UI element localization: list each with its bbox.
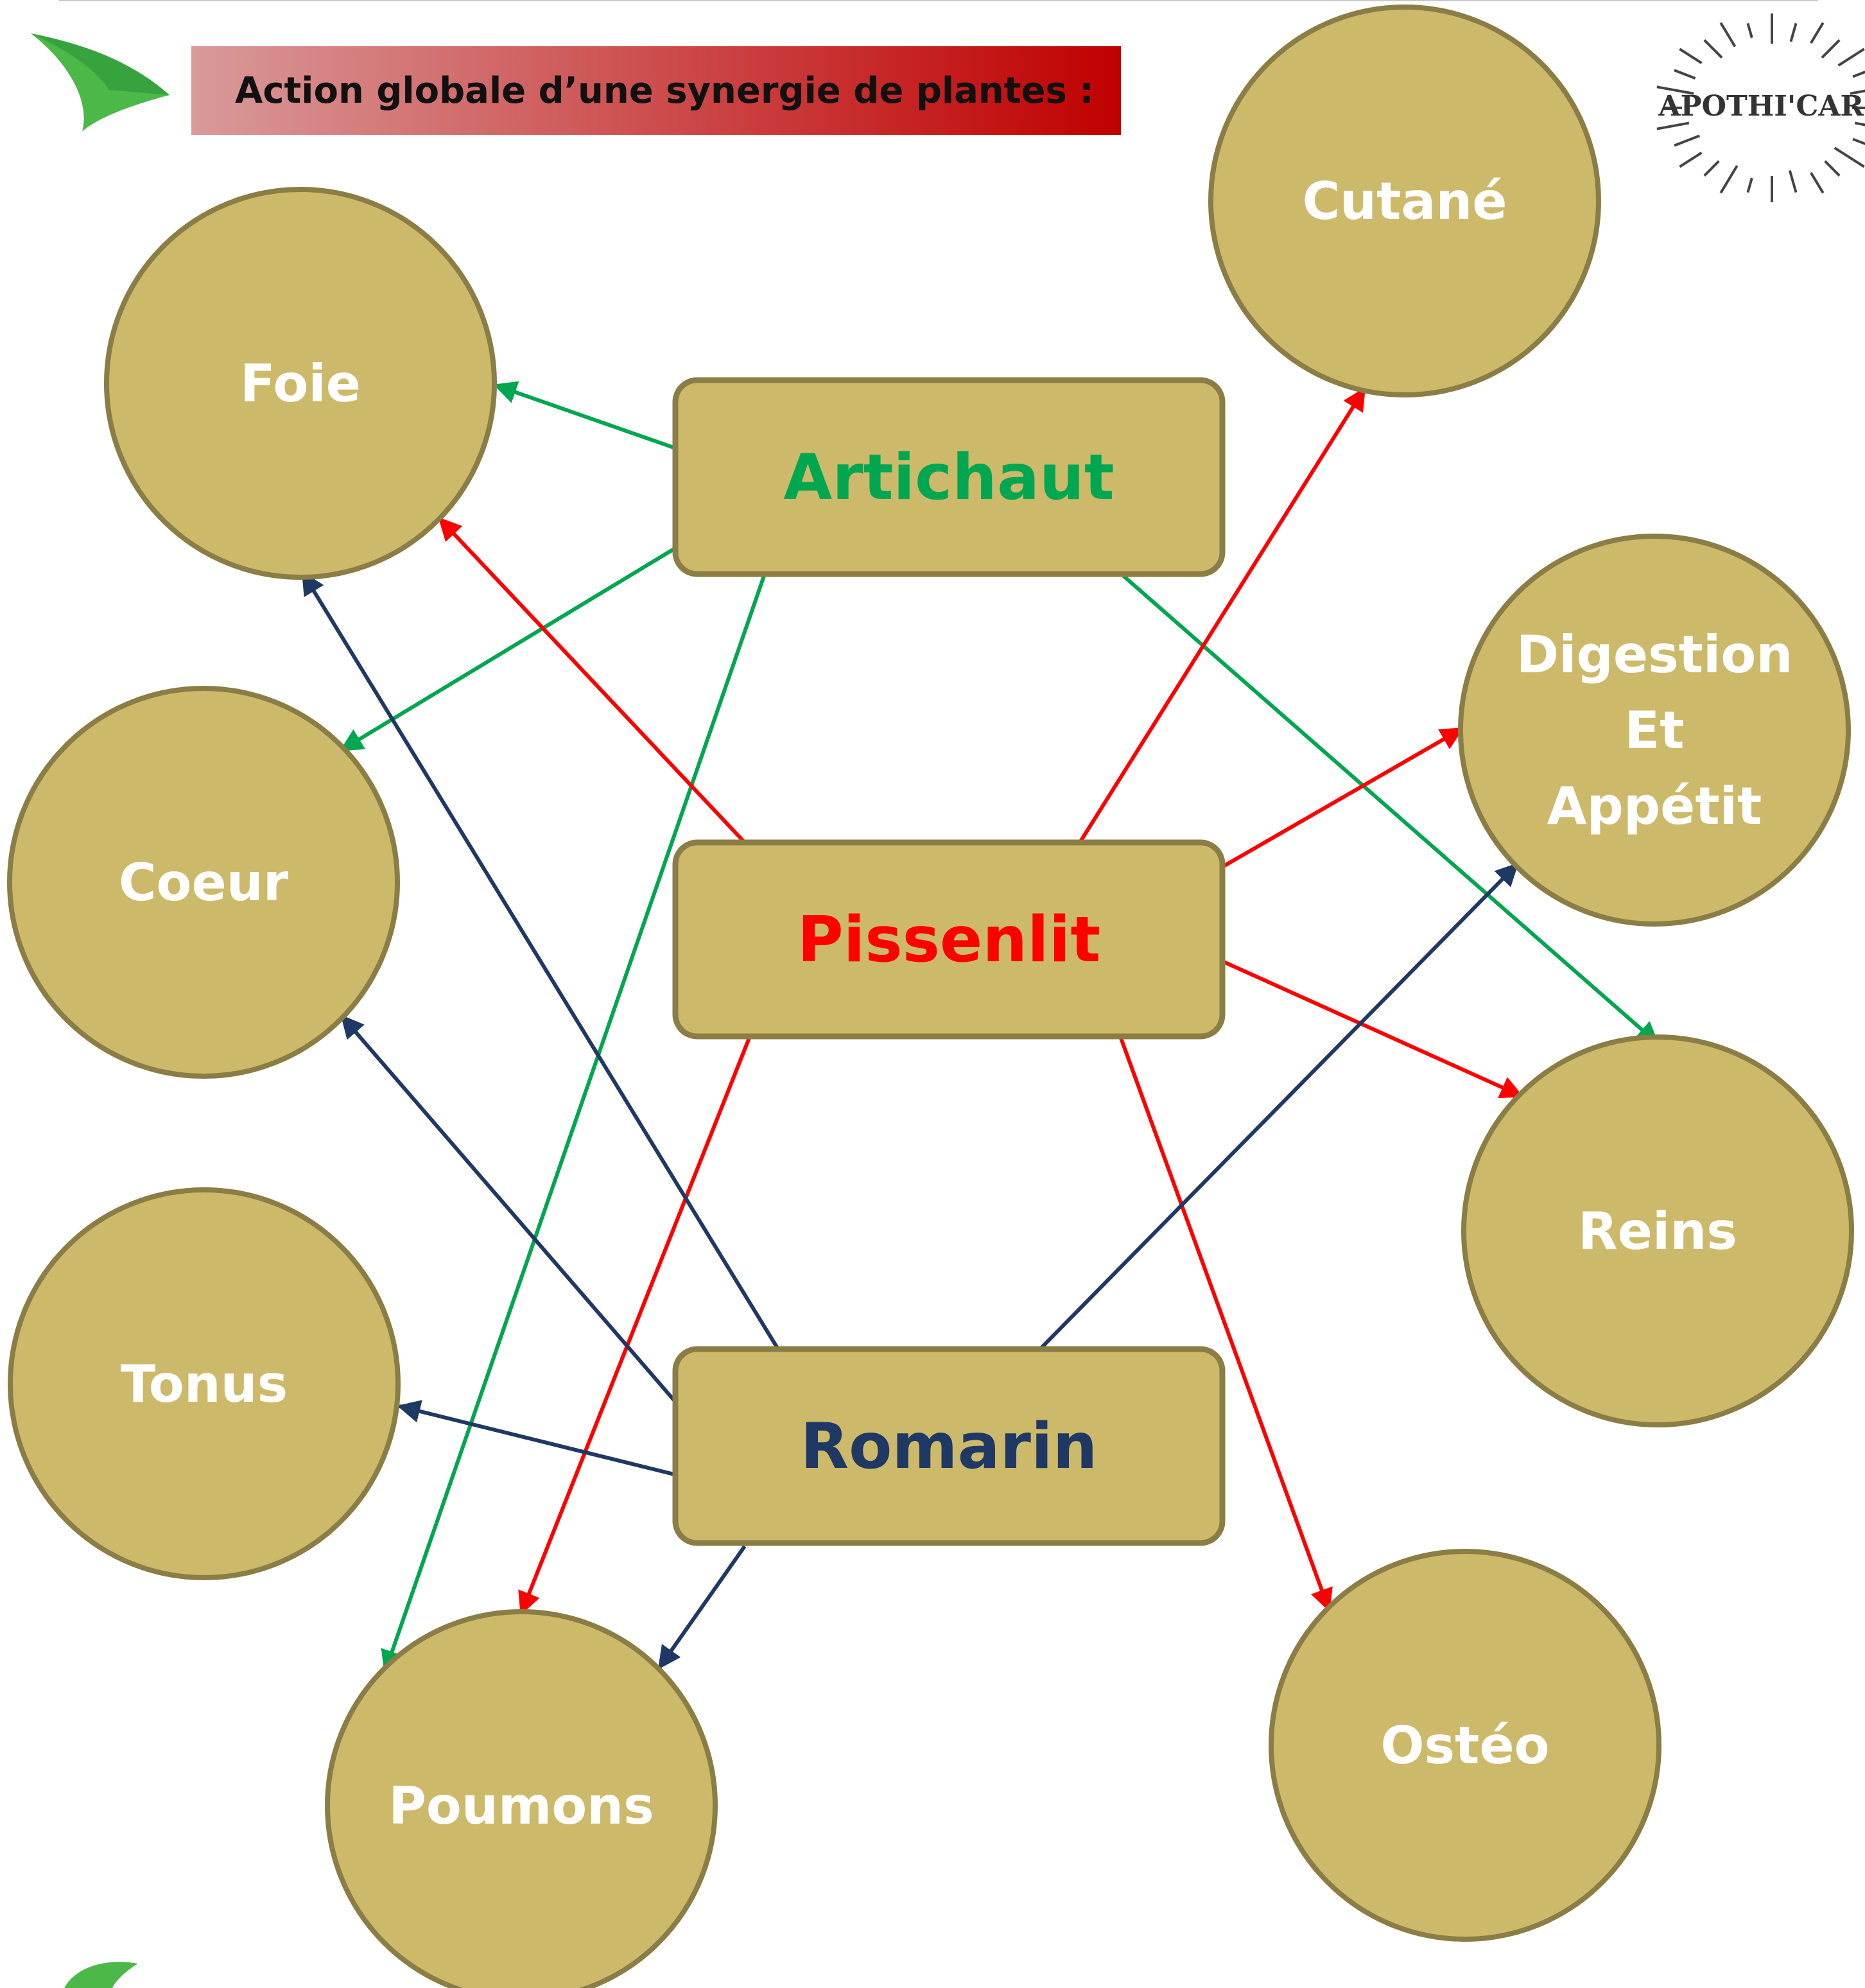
target-circle	[8, 1187, 401, 1580]
sunburst-ray	[1850, 89, 1865, 95]
sunburst-ray	[1746, 22, 1753, 39]
sunburst-ray	[1674, 69, 1696, 80]
edge-pissenlit-digestion	[1221, 727, 1464, 869]
target-label: Ostéo	[1380, 1716, 1549, 1775]
edge-pissenlit-osteo	[1118, 1035, 1333, 1612]
edge-pissenlit-cutane	[1078, 387, 1366, 844]
sunburst-ray	[1854, 121, 1865, 126]
target-circle	[7, 686, 400, 1079]
target-label: Poumons	[388, 1776, 654, 1836]
sunburst-ray	[1703, 160, 1720, 177]
target-label: Reins	[1578, 1201, 1737, 1261]
plant-label: Pissenlit	[797, 903, 1100, 977]
logo-text: APOTHI'CARE	[1658, 90, 1865, 123]
plant-box	[672, 377, 1226, 577]
target-label: Tonus	[121, 1354, 288, 1414]
edges-layer	[301, 381, 1660, 1674]
sunburst-ray	[1852, 70, 1865, 78]
sunburst-ray	[1656, 121, 1690, 130]
bottom-logo-icon	[64, 1962, 138, 1988]
target-circle	[1208, 4, 1601, 397]
target-label: Cutané	[1302, 171, 1507, 231]
sunburst-ray	[1719, 22, 1737, 48]
target-node-cutane: Cutané	[1208, 4, 1601, 397]
plant-node-pissenlit: Pissenlit	[672, 839, 1226, 1040]
sunburst-ray	[1837, 48, 1865, 67]
target-label: Foie	[240, 354, 361, 414]
sunburst-ray	[1821, 39, 1841, 59]
plant-box	[672, 839, 1226, 1040]
sunburst-ray	[1746, 177, 1753, 193]
edge-artichaut-foie	[493, 381, 680, 451]
target-label: Et	[1625, 701, 1685, 760]
target-node-osteo: Ostéo	[1269, 1549, 1661, 1942]
target-label: Coeur	[119, 853, 289, 912]
plant-box	[672, 1346, 1226, 1546]
edge-romarin-poumons	[657, 1545, 747, 1670]
sunburst-ray	[1789, 22, 1798, 42]
target-circle	[1458, 534, 1851, 927]
edge-pissenlit-poumons	[518, 1035, 752, 1616]
edge-romarin-foie	[301, 571, 780, 1350]
edge-artichaut-coeur	[339, 544, 681, 752]
plant-label: Romarin	[801, 1410, 1098, 1483]
target-circle	[1461, 1034, 1854, 1427]
edge-romarin-coeur	[340, 1015, 681, 1408]
edge-romarin-digestion	[1038, 862, 1519, 1351]
sunburst-ray	[1679, 48, 1703, 64]
target-node-coeur: Coeur	[7, 686, 400, 1079]
plant-label: Artichaut	[783, 441, 1114, 514]
target-circle	[104, 187, 497, 580]
sunburst-ray	[1834, 146, 1865, 168]
target-circle	[325, 1609, 718, 1988]
sunburst-ray	[1674, 134, 1701, 147]
apothicare-logo: APOTHI'CARE	[1656, 13, 1865, 202]
target-label: Digestion	[1516, 625, 1793, 684]
sunburst-ray	[1810, 171, 1825, 194]
edge-pissenlit-foie	[438, 517, 747, 844]
target-node-poumons: Poumons	[325, 1609, 718, 1988]
sunburst-ray	[1824, 160, 1841, 177]
sunburst-icon	[1656, 13, 1865, 202]
page-title: Action globale d’une synergie de plantes…	[235, 69, 1094, 112]
plant-node-romarin: Romarin	[672, 1346, 1226, 1546]
top-divider	[59, 0, 1818, 1]
target-node-foie: Foie	[104, 187, 497, 580]
arrow-logo-icon	[31, 33, 169, 132]
target-node-reins: Reins	[1461, 1034, 1854, 1427]
title-banner: Action globale d’une synergie de plantes…	[191, 46, 1121, 135]
target-label: Appétit	[1547, 776, 1762, 836]
edge-pissenlit-reins	[1221, 959, 1524, 1099]
sunburst-ray	[1852, 137, 1865, 146]
target-circle	[1269, 1549, 1661, 1942]
sunburst-ray	[1679, 152, 1703, 168]
sunburst-ray	[1788, 170, 1798, 193]
edge-romarin-tonus	[397, 1400, 680, 1478]
sunburst-ray	[1810, 22, 1825, 44]
sunburst-ray	[1703, 39, 1723, 59]
edge-artichaut-reins	[1122, 574, 1660, 1045]
edge-artichaut-poumons	[381, 575, 766, 1674]
plant-node-artichaut: Artichaut	[672, 377, 1226, 577]
sunburst-ray	[1719, 165, 1739, 194]
target-node-tonus: Tonus	[8, 1187, 401, 1580]
sunburst-ray	[1656, 85, 1694, 95]
